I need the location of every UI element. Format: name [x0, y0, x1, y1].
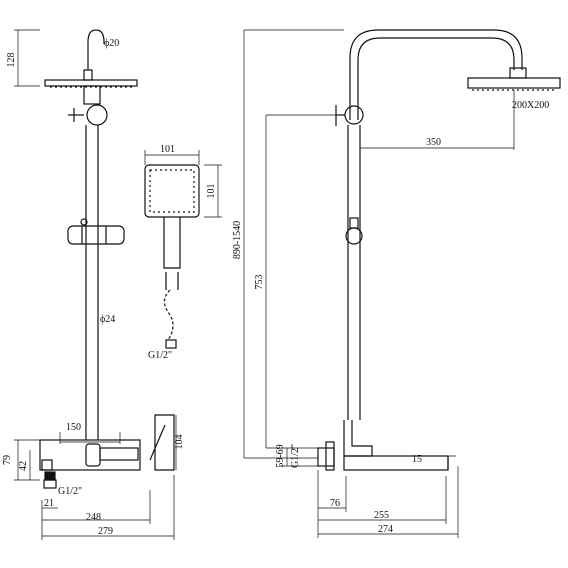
hose — [163, 289, 174, 341]
hose-nut — [165, 339, 177, 349]
valve-handle — [99, 447, 139, 461]
dim-hose-thread: G1/2" — [148, 350, 172, 361]
side-valve-body — [343, 420, 373, 457]
dim-hand-height: 101 — [206, 184, 217, 199]
dim-76: 76 — [330, 498, 340, 509]
rain-head — [44, 79, 138, 87]
handshower-holes — [149, 169, 195, 213]
side-arm-collar — [509, 67, 527, 79]
dim-rail-diameter: ϕ24 — [100, 314, 115, 325]
front-view — [39, 29, 175, 489]
side-spout — [343, 455, 449, 471]
dim-248: 248 — [86, 512, 101, 523]
shower-arm — [87, 29, 105, 70]
side-view — [317, 29, 561, 471]
dim-side-thread: G1/2" — [290, 444, 301, 468]
dim-279: 279 — [98, 526, 113, 537]
valve-depth-outline — [154, 414, 175, 471]
dim-255: 255 — [374, 510, 389, 521]
dim-42: 42 — [18, 461, 29, 471]
dim-79: 79 — [2, 455, 13, 465]
side-inlet-plate — [325, 441, 335, 471]
side-arm-outer — [349, 29, 523, 120]
slider-screw — [80, 218, 88, 226]
dim-753: 753 — [254, 275, 265, 290]
handshower-head — [144, 164, 200, 218]
front-dims — [14, 29, 177, 540]
side-slider-top — [349, 217, 359, 229]
inlet-thread — [43, 479, 57, 489]
valve-body — [39, 439, 141, 471]
dim-350: 350 — [426, 137, 441, 148]
handshower-view — [144, 164, 200, 349]
diverter-knob — [86, 104, 108, 126]
dim-arm-diameter: ϕ20 — [104, 38, 119, 49]
dim-15: 15 — [412, 454, 422, 465]
dim-inlet-thread: G1/2" — [58, 486, 82, 497]
dim-valve-width: 150 — [66, 422, 81, 433]
valve-outlet — [41, 459, 53, 471]
slider-bracket — [67, 225, 125, 245]
dim-total-height: 890-1540 — [232, 221, 243, 259]
dim-59-69: 59-69 — [275, 444, 286, 467]
side-diverter — [344, 105, 364, 125]
inlet-nut — [44, 471, 56, 481]
arm-collar — [83, 69, 93, 81]
hose-connector — [165, 272, 179, 290]
dim-head-size: 200X200 — [512, 100, 549, 111]
dim-274: 274 — [378, 524, 393, 535]
dim-21: 21 — [44, 498, 54, 509]
dim-hand-width: 101 — [160, 144, 175, 155]
handshower-dims — [144, 150, 222, 218]
side-dims — [243, 29, 515, 538]
valve-lever-outline — [149, 424, 166, 461]
handshower-grip — [163, 217, 181, 269]
valve-knob — [85, 443, 101, 467]
side-head — [467, 77, 561, 89]
dim-104: 104 — [174, 435, 185, 450]
rail-connector — [83, 85, 101, 105]
side-arm-inner — [357, 37, 515, 120]
dim-128: 128 — [6, 53, 17, 68]
